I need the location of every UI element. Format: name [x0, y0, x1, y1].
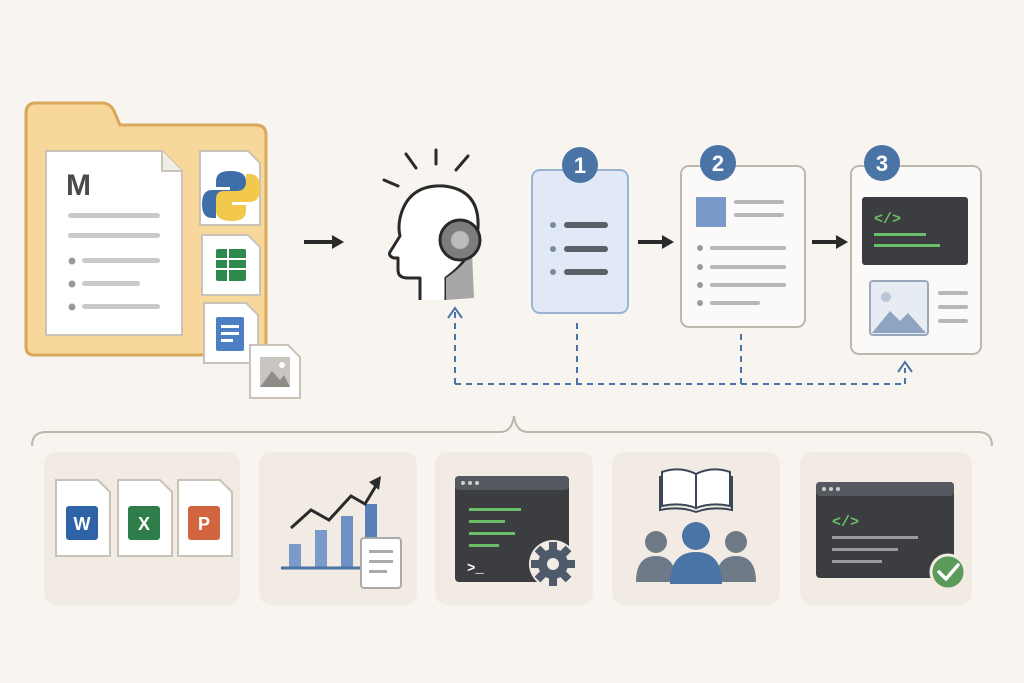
- flow-arrow-icon: [304, 235, 344, 249]
- report-page-icon: [360, 537, 402, 589]
- terminal-prompt: >_: [467, 561, 484, 577]
- terminal-automation-card: >_: [435, 452, 593, 605]
- image-file-icon: [249, 344, 301, 399]
- python-file-icon: [199, 150, 261, 226]
- markdown-letter: M: [66, 169, 91, 202]
- flow-arrow-icon: [638, 235, 674, 249]
- text-document-icon: [203, 302, 259, 364]
- excel-file-icon: X: [117, 479, 173, 557]
- svg-text:P: P: [198, 514, 210, 534]
- word-file-icon: W: [55, 479, 111, 557]
- svg-text:X: X: [138, 514, 150, 534]
- grouping-brace: [31, 415, 993, 447]
- feedback-loop: [447, 306, 913, 385]
- office-documents-card: W X P: [44, 452, 240, 605]
- code-glyph: </>: [832, 514, 859, 531]
- markdown-document: M: [45, 150, 183, 336]
- powerpoint-file-icon: P: [177, 479, 233, 557]
- step-3-badge: 3: [876, 151, 888, 176]
- learning-community-card: [612, 452, 780, 605]
- step-1-badge: 1: [574, 153, 586, 178]
- gear-icon: [529, 540, 577, 588]
- project-folder: M: [24, 101, 301, 399]
- code-editor-icon: </>: [816, 482, 954, 578]
- flow-arrow-icon: [812, 235, 848, 249]
- growth-chart-icon: [281, 476, 402, 589]
- people-group-icon: [636, 522, 756, 584]
- ai-head-icon: [382, 148, 482, 300]
- step-2-badge: 2: [712, 151, 724, 176]
- check-circle-icon: [929, 553, 967, 591]
- verified-code-card: </>: [800, 452, 972, 605]
- svg-text:W: W: [74, 514, 91, 534]
- open-book-icon: [659, 468, 733, 514]
- code-glyph: </>: [874, 211, 901, 228]
- step-3: 3 </>: [848, 145, 984, 357]
- analytics-report-card: [259, 452, 417, 605]
- step-2: 2: [678, 145, 808, 330]
- spreadsheet-file-icon: [201, 234, 261, 296]
- step-1: 1: [530, 145, 630, 315]
